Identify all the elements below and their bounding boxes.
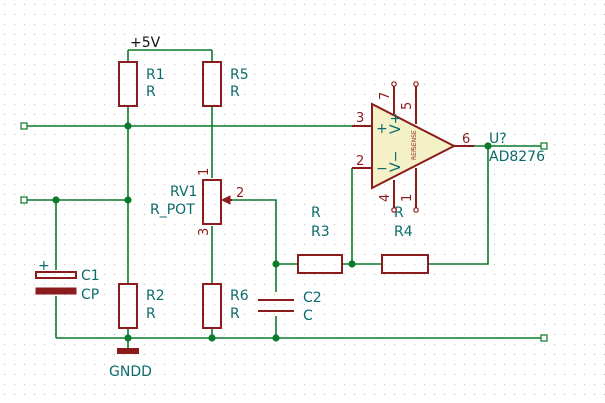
opamp-u[interactable]: + − V+ V− REF SENSE 3 2 6 7 5 4 1 U? AD8… [352,81,545,213]
c2-value: C [303,308,313,324]
opamp-pin3: 3 [356,111,364,126]
r1-value: R [146,84,156,100]
opamp-minus-sign: − [376,161,388,177]
junction [272,260,280,268]
port-in-ref[interactable] [20,196,28,204]
r1-ref: R1 [146,67,165,83]
port-in-plus[interactable] [20,122,28,130]
c2-ref: C2 [303,290,322,306]
opamp-ref: U? [489,131,507,147]
rv1-value: R_POT [150,202,195,218]
c1-value: CP [81,287,99,303]
rv1-pin3: 3 [197,228,212,236]
junctions [52,122,492,342]
junction [124,334,132,342]
resistor-r5[interactable]: R5 R [202,61,249,107]
opamp-pin6: 6 [462,132,470,147]
opamp-vplus-label: V+ [388,113,404,134]
junction [348,260,356,268]
junction [52,196,60,204]
opamp-vminus-label: V− [388,151,404,172]
r6-value: R [230,306,240,322]
junction [272,334,280,342]
junction [208,334,216,342]
capacitor-c2[interactable]: C2 C [258,290,322,324]
net-label-gnd: GNDD [109,364,152,380]
rv1-pin2: 2 [236,186,244,201]
resistor-r2[interactable]: R2 R [118,283,165,329]
junction [484,142,492,150]
wire-feedback [428,146,489,265]
resistor-r6[interactable]: R6 R [202,283,249,329]
rv1-pin1: 1 [197,168,212,176]
opamp-pin7: 7 [378,92,393,100]
opamp-pin4: 4 [378,194,393,202]
opamp-ref-label: REF [411,148,418,160]
wire-wiper [232,199,277,264]
capacitor-c1[interactable]: + C1 CP [35,258,100,303]
r3-ref: R3 [311,224,330,240]
resistor-r1[interactable]: R1 R [118,61,165,107]
r6-ref: R6 [230,288,249,304]
opamp-pin1: 1 [400,194,415,202]
r3-value: R [311,205,321,221]
ground-bar-icon [117,348,139,354]
rv1-ref: RV1 [170,184,197,200]
opamp-plus-sign: + [376,121,388,137]
port-gnd[interactable] [540,334,548,342]
wiper-arrow-icon [220,195,231,205]
port-out[interactable] [540,142,548,150]
r4-ref: R4 [394,224,413,240]
potentiometer-rv1[interactable]: 2 1 3 RV1 R_POT [150,168,244,236]
r4-value: R [394,205,404,221]
r2-ref: R2 [146,288,165,304]
net-label-vcc: +5V [130,35,161,51]
opamp-value: AD8276 [489,149,545,165]
resistor-r3[interactable]: R R3 [297,205,343,274]
r2-value: R [146,306,156,322]
c1-polarity: + [38,258,50,274]
opamp-triangle-icon [371,102,457,190]
opamp-sense-label: SENSE [411,130,418,150]
c1-ref: C1 [81,268,100,284]
ground-symbol: GNDD [109,348,152,380]
opamp-pin2: 2 [356,154,364,169]
wires [24,49,544,348]
junction [124,122,132,130]
ports [20,122,548,342]
opamp-pin5: 5 [400,102,415,110]
r5-value: R [230,84,240,100]
r5-ref: R5 [230,67,249,83]
resistor-r4[interactable]: R R4 [381,205,429,274]
junction [124,196,132,204]
